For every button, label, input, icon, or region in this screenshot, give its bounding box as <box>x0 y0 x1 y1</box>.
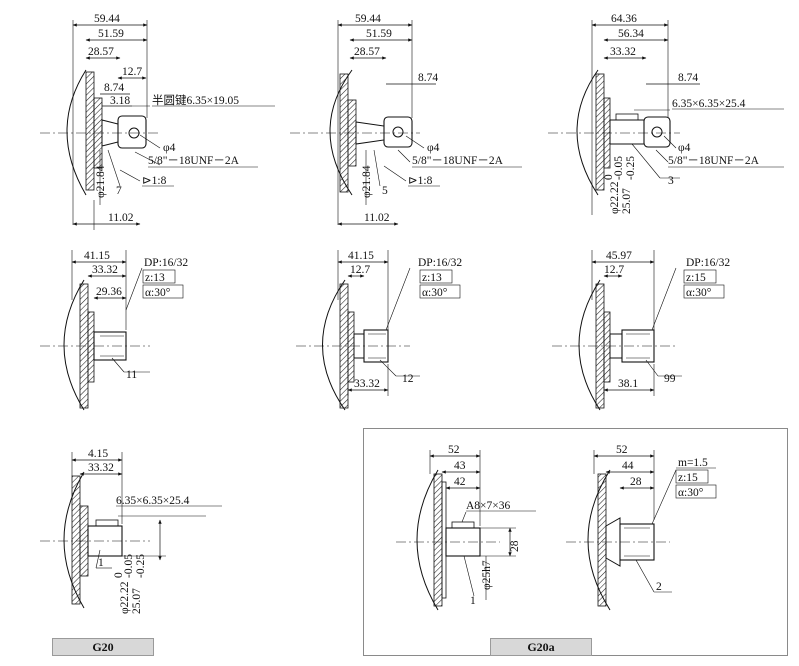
v3-dim-3: 33.32 <box>610 46 636 58</box>
v2-dim-5: 8.74 <box>418 72 438 84</box>
view-3: 64.36 56.34 33.32 8.74 6.35×6.35×25.4 φ4… <box>548 13 784 215</box>
v2-bottom-dim: 11.02 <box>364 212 390 224</box>
v2-dim-1: 59.44 <box>355 13 381 25</box>
v9-item: 2 <box>656 581 662 593</box>
v8-key: A8×7×36 <box>466 500 511 512</box>
v6-dim-2: 12.7 <box>604 264 624 276</box>
v2-hole: φ4 <box>427 142 440 154</box>
v3-diameter-2: 25.07 <box>621 188 633 214</box>
caption-g20: G20 <box>52 638 154 656</box>
v1-dim-2: 51.59 <box>98 28 124 40</box>
v5-dp: DP:16/32 <box>418 257 462 269</box>
v3-diameter: φ22.22 <box>609 181 621 214</box>
v6-dim-1: 45.97 <box>606 250 632 262</box>
v1-dim-5: 8.74 <box>104 82 124 94</box>
v2-dim-2: 51.59 <box>366 28 392 40</box>
v5-item: 12 <box>402 373 414 385</box>
v1-key: 半圆键6.35×19.05 <box>152 93 239 107</box>
v1-dim-4: 12.7 <box>122 66 142 78</box>
v6-item: 99 <box>664 373 676 385</box>
v9-dim-2: 44 <box>622 460 634 472</box>
v4-z: z:13 <box>145 272 165 284</box>
v3-dim-5: 8.74 <box>678 72 698 84</box>
v3-item: 3 <box>668 175 674 187</box>
view-2: 59.44 51.59 28.57 8.74 φ4 5/8"－18UNF－2A … <box>290 13 522 226</box>
v3-key: 6.35×6.35×25.4 <box>672 98 746 110</box>
v6-bottom-dim: 38.1 <box>618 378 638 390</box>
v6-z: z:15 <box>686 272 706 284</box>
v5-dim-2: 12.7 <box>350 264 370 276</box>
v3-hole: φ4 <box>678 142 691 154</box>
v7-key: 6.35×6.35×25.4 <box>116 495 190 507</box>
v8-item: 1 <box>470 595 476 607</box>
v3-tol-3: -0.25 <box>625 156 637 180</box>
v1-thread: 5/8"－18UNF－2A <box>148 155 240 167</box>
v4-dim-1: 41.15 <box>84 250 110 262</box>
v1-item: 7 <box>116 185 122 197</box>
view-8: 52 43 42 A8×7×36 28 φ25h7 1 <box>396 444 536 611</box>
v4-dim-2: 33.32 <box>92 264 118 276</box>
v7-item: 1 <box>98 557 104 569</box>
v2-diameter: φ21.84 <box>361 165 373 198</box>
v7-tol-2: -0.05 <box>123 554 135 578</box>
v8-side-dim: 28 <box>509 540 521 552</box>
v3-dim-2: 56.34 <box>618 28 644 40</box>
v7-dim-2: 33.32 <box>88 462 114 474</box>
v3-tol-1: 0 <box>603 174 615 180</box>
v2-item: 5 <box>382 185 388 197</box>
v5-alpha: α:30° <box>422 287 448 299</box>
v5-z: z:13 <box>422 272 442 284</box>
v7-diameter-2: 25.07 <box>131 588 143 614</box>
v1-taper: ⊳1:8 <box>142 175 167 187</box>
v5-dim-1: 41.15 <box>348 250 374 262</box>
caption-g20a: G20a <box>490 638 592 656</box>
view-1: 59.44 51.59 28.57 12.7 8.74 3.18 半圆键6.35… <box>40 13 275 230</box>
v8-dim-1: 52 <box>448 444 460 456</box>
v6-dp: DP:16/32 <box>686 257 730 269</box>
v8-diameter: φ25h7 <box>481 560 493 590</box>
v2-thread: 5/8"－18UNF－2A <box>412 155 504 167</box>
v1-hole: φ4 <box>163 142 176 154</box>
view-5: 41.15 12.7 DP:16/32 z:13 α:30° 33.32 12 <box>296 250 462 411</box>
v9-m: m=1.5 <box>678 457 708 469</box>
v9-dim-1: 52 <box>616 444 628 456</box>
view-9: 52 44 28 m=1.5 z:15 α:30° 2 <box>566 444 717 611</box>
v4-dp: DP:16/32 <box>144 257 188 269</box>
view-7: 4.15 33.32 6.35×6.35×25.4 φ22.22 0 -0.05… <box>40 448 222 614</box>
v4-item: 11 <box>126 369 137 381</box>
v8-dim-3: 42 <box>454 476 466 488</box>
v5-bottom-dim: 33.32 <box>354 378 380 390</box>
v8-dim-2: 43 <box>454 460 466 472</box>
view-4: 41.15 33.32 29.36 DP:16/32 z:13 α:30° 11 <box>40 250 188 411</box>
v2-dim-3: 28.57 <box>354 46 380 58</box>
view-6: 45.97 12.7 DP:16/32 z:15 α:30° 38.1 99 <box>552 250 730 411</box>
v1-dim-3: 28.57 <box>88 46 114 58</box>
v3-thread: 5/8"－18UNF－2A <box>668 155 760 167</box>
v7-tol-3: -0.25 <box>135 554 147 578</box>
v1-dim-6: 3.18 <box>110 95 130 107</box>
v3-dim-1: 64.36 <box>611 13 637 25</box>
v9-dim-3: 28 <box>630 476 642 488</box>
v2-taper: ⊳1:8 <box>408 175 433 187</box>
v1-bottom-dim: 11.02 <box>108 212 134 224</box>
v9-z: z:15 <box>678 472 698 484</box>
v7-dim-1: 4.15 <box>88 448 108 460</box>
v1-dim-1: 59.44 <box>94 13 120 25</box>
v4-dim-3: 29.36 <box>96 286 122 298</box>
v9-alpha: α:30° <box>678 487 704 499</box>
v3-tol-2: -0.05 <box>613 156 625 180</box>
v1-diameter: φ21.84 <box>95 165 107 198</box>
v4-alpha: α:30° <box>145 287 171 299</box>
v6-alpha: α:30° <box>686 287 712 299</box>
v7-tol-1: 0 <box>113 572 125 578</box>
v7-diameter: φ22.22 <box>119 581 131 614</box>
